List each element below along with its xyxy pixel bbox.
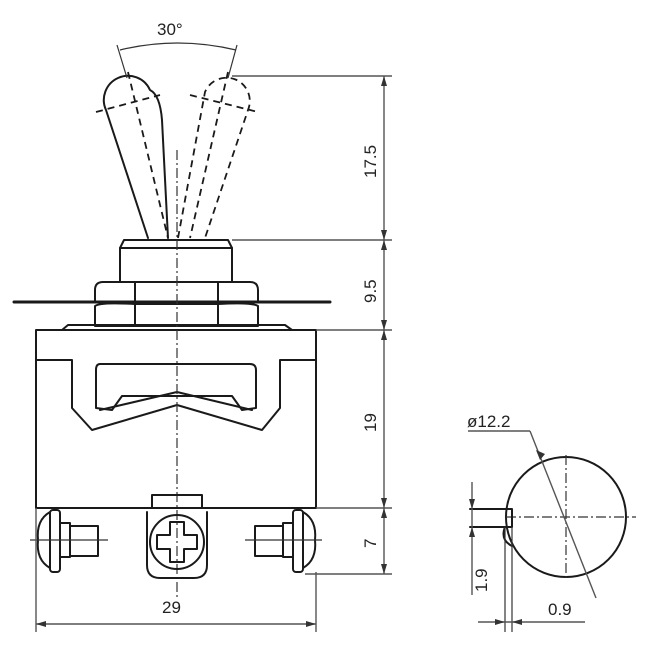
bushing <box>119 239 233 283</box>
toggle-lever <box>95 71 259 239</box>
lever-height-label: 17.5 <box>361 145 380 178</box>
body-width-label: 29 <box>162 598 181 617</box>
bushing-height-label: 9.5 <box>361 279 380 303</box>
nut-upper <box>94 281 259 303</box>
body-height-label: 19 <box>361 413 380 432</box>
terminal-height-label: 7 <box>361 539 380 548</box>
switch-body <box>35 329 317 509</box>
pin-offset-label: 1.9 <box>472 568 491 592</box>
vertical-dimensions: 17.5 9.5 19 7 <box>232 75 392 575</box>
nut-lower <box>94 302 259 327</box>
width-dimension: 29 <box>35 508 317 632</box>
diameter-label: ø12.2 <box>467 412 510 431</box>
terminal-left <box>30 509 108 573</box>
pin-width-dimension: 0.9 <box>478 600 585 625</box>
terminal-right <box>245 509 322 573</box>
pin-width-label: 0.9 <box>548 600 572 619</box>
diameter-dimension: ø12.2 <box>467 412 597 599</box>
pin-offset-dimension: 1.9 <box>469 482 491 595</box>
angle-dimension: 30° <box>116 20 238 79</box>
terminal-center <box>146 494 208 579</box>
side-view: ø12.2 1.9 0.9 <box>467 412 636 632</box>
terminals <box>30 494 322 579</box>
angle-label: 30° <box>157 20 183 39</box>
